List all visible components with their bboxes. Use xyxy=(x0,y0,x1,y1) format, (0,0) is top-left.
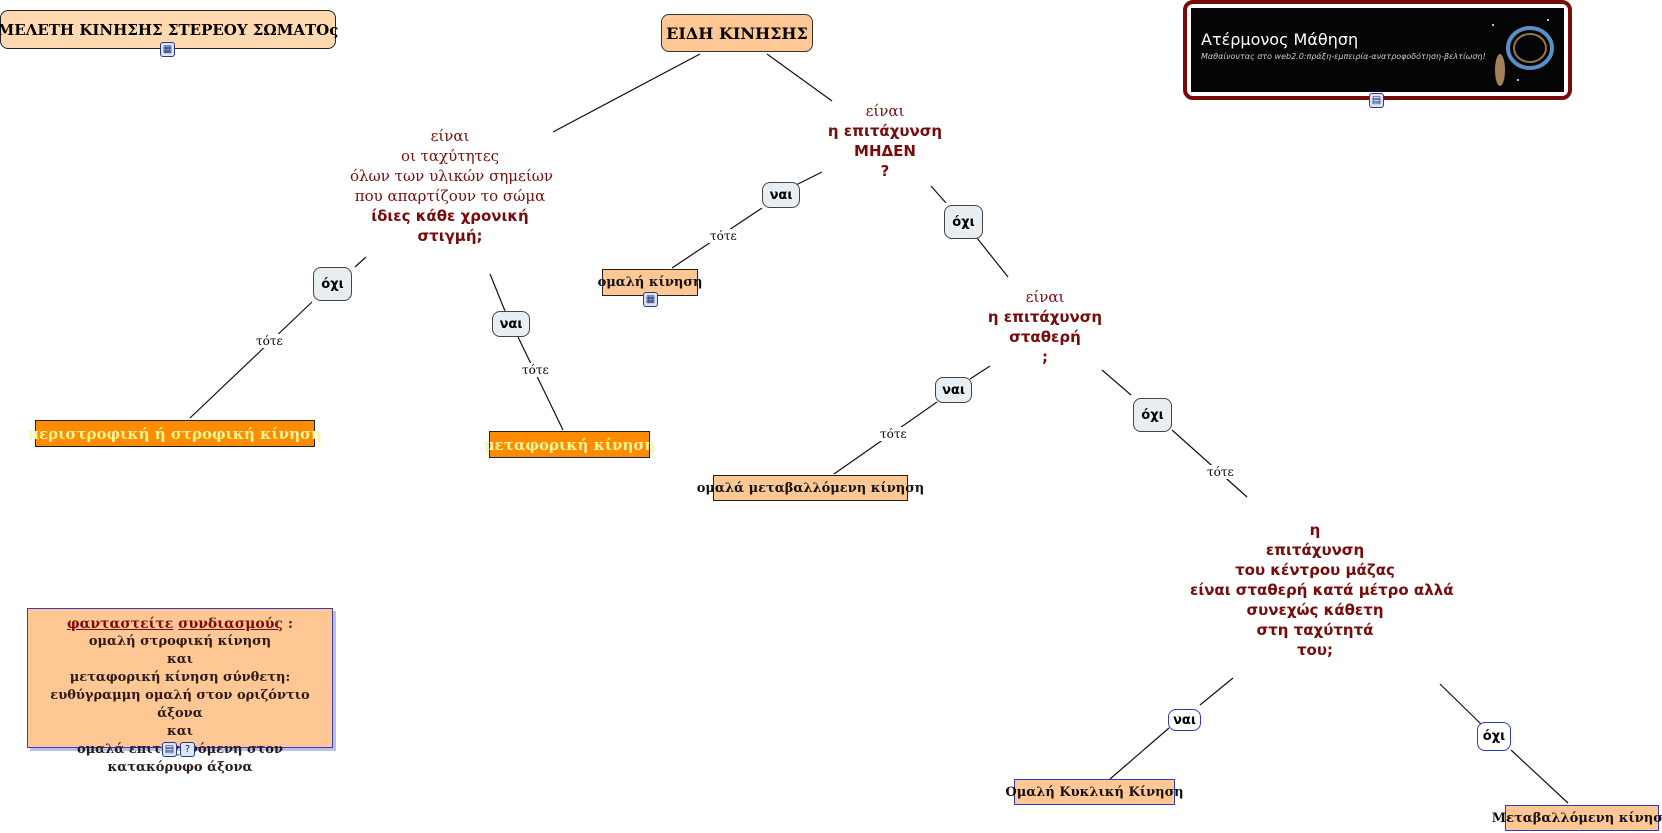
concept-map-icon[interactable]: ▦ xyxy=(160,42,175,57)
galaxy-image xyxy=(1492,19,1554,86)
banner-subtitle: Μαθαίνοντας στο web2.0:πράξη-εμπειρία-αν… xyxy=(1201,52,1486,61)
combinations-note: φανταστείτε συνδιασμούς : ομαλή στροφική… xyxy=(27,608,333,775)
answer-yes-constant: ναι xyxy=(935,377,972,403)
combo-line: μεταφορική κίνηση σύνθετη: xyxy=(69,670,291,685)
answer-yes-zero: ναι xyxy=(762,182,800,208)
link-label: τότε xyxy=(708,229,739,243)
combo-line: και xyxy=(166,652,194,667)
question-zero-acceleration: είναι η επιτάχυνση ΜΗΔΕΝ ? xyxy=(827,102,943,180)
document-icon[interactable]: ▤ xyxy=(1369,93,1384,108)
link-label: τότε xyxy=(520,363,551,377)
question-icon[interactable]: ? xyxy=(180,742,195,757)
document-icon[interactable]: ▤ xyxy=(162,742,177,757)
result-rotational: περιστροφική ή στροφική κίνηση xyxy=(28,420,322,447)
question-speeds: είναι οι ταχύτητες όλων των υλικών σημεί… xyxy=(350,127,554,245)
answer-no-speeds: όχι xyxy=(313,267,352,301)
result-uniform-accelerated: ομαλά μεταβαλλόμενη κίνηση xyxy=(697,475,924,501)
result-varied: Μεταβαλλόμενη κίνηση xyxy=(1492,805,1662,831)
link-label: τότε xyxy=(254,334,285,348)
combo-line: και xyxy=(166,724,194,739)
banner-title: Ατέρμονος Μάθηση xyxy=(1201,30,1359,49)
link-label: τότε xyxy=(878,427,909,441)
result-uniform-circular: Ομαλή Κυκλική Κίνηση xyxy=(1005,779,1184,805)
result-uniform: ομαλή κίνηση xyxy=(598,269,702,296)
answer-no-zero: όχι xyxy=(944,205,983,239)
answer-yes-center: ναι xyxy=(1168,709,1201,731)
answer-no-center: όχι xyxy=(1477,722,1511,751)
answer-no-constant: όχι xyxy=(1133,398,1172,432)
root-concept: ΕΙΔΗ ΚΙΝΗΣΗΣ xyxy=(661,14,813,52)
concept-map-icon[interactable]: ▦ xyxy=(643,292,658,307)
banner-image[interactable]: Ατέρμονος Μάθηση Μαθαίνοντας στο web2.0:… xyxy=(1183,0,1572,100)
combo-line: ομαλή στροφική κίνηση xyxy=(88,634,272,649)
link-label: τότε xyxy=(1205,465,1236,479)
combinations-title: φανταστείτε συνδιασμούς : xyxy=(66,616,293,632)
question-constant-acceleration: είναι η επιτάχυνση σταθερή ; xyxy=(987,288,1103,366)
answer-yes-speeds: ναι xyxy=(492,311,530,337)
combo-line: ευθύγραμμη ομαλή στον οριζόντιο άξονα xyxy=(50,688,310,721)
result-translational: μεταφορική κίνηση xyxy=(484,431,655,458)
question-center-of-mass: η επιτάχυνση του κέντρου μάζας είναι στα… xyxy=(1190,521,1454,659)
